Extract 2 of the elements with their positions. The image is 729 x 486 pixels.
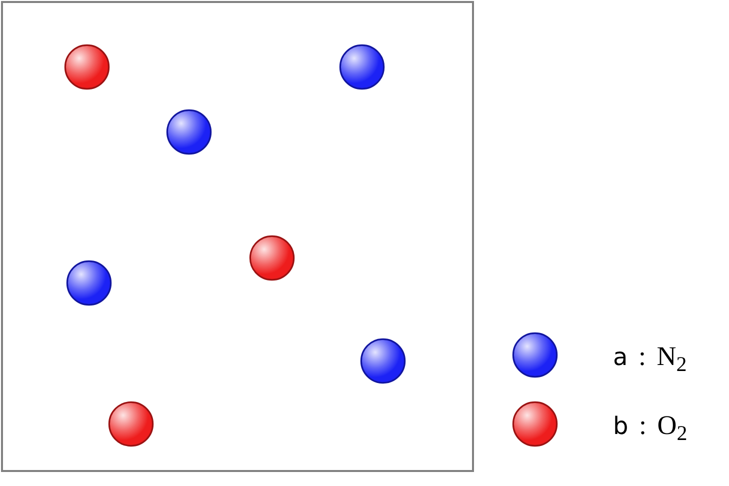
legend-label: a : N$_{2}$ — [613, 340, 687, 373]
legend-label: b : O$_{2}$ — [613, 409, 688, 442]
